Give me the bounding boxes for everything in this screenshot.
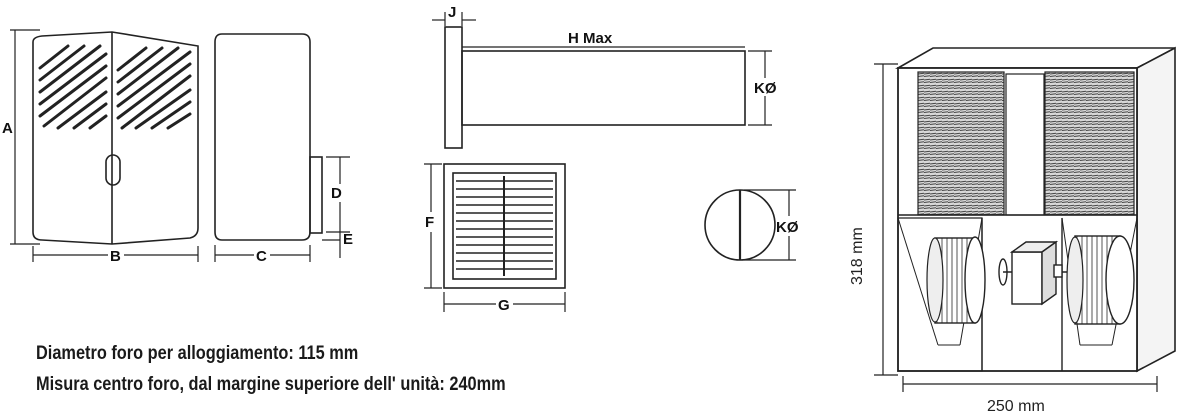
dimension-g [443, 292, 566, 312]
fan-right [1066, 235, 1135, 325]
dimension-k-tube [748, 50, 772, 126]
caption-hole-center: Misura centro foro, dal margine superior… [36, 374, 506, 395]
dimension-f [424, 163, 442, 289]
side-view-unit [214, 33, 323, 241]
filter-right [1044, 71, 1135, 216]
label-j: J [448, 4, 456, 21]
label-g: G [498, 297, 510, 314]
label-b: B [110, 248, 121, 265]
motor [998, 240, 1068, 306]
label-d: D [331, 185, 342, 202]
wall-tube [444, 26, 746, 149]
grille-slats [456, 180, 553, 270]
dimension-d [326, 156, 350, 233]
label-width: 250 mm [987, 398, 1045, 415]
dimension-a [10, 29, 40, 245]
grille [443, 163, 566, 289]
dimension-e [322, 232, 341, 258]
dimension-height [874, 63, 898, 376]
label-c: C [256, 248, 267, 265]
front-view-unit [32, 31, 199, 245]
cutaway-unit [894, 46, 1176, 373]
fan-left [926, 236, 986, 324]
dimension-width [902, 376, 1158, 392]
dimension-c [214, 245, 311, 262]
label-k-cap: KØ [776, 219, 799, 236]
front-view-vents [38, 44, 192, 130]
caption-hole-diameter: Diametro foro per alloggiamento: 115 mm [36, 343, 359, 364]
dimension-b [32, 246, 199, 262]
label-height: 318 mm [849, 227, 866, 285]
label-a: A [2, 120, 13, 137]
label-f: F [425, 214, 434, 231]
label-h-max: H Max [568, 30, 613, 47]
label-e: E [343, 231, 353, 248]
tube-end-cap [704, 189, 776, 261]
dimension-k-cap [744, 189, 796, 261]
filter-left [917, 71, 1005, 216]
label-k-tube: KØ [754, 80, 777, 97]
dimension-j [432, 12, 476, 26]
